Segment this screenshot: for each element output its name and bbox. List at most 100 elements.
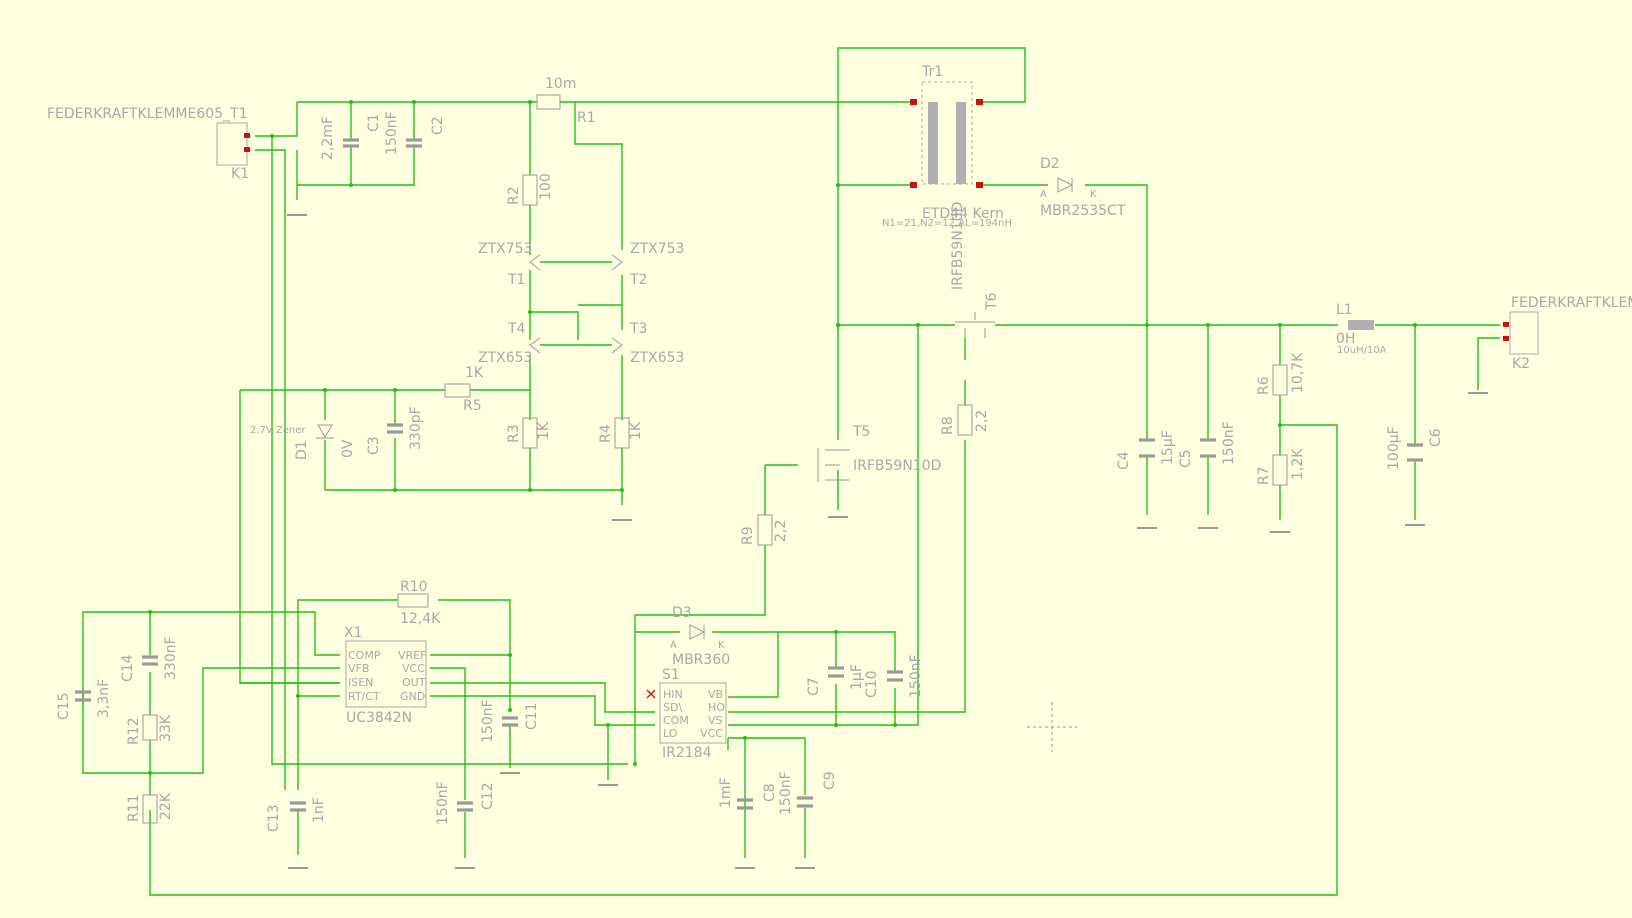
- k1-terminal-block: [216, 122, 248, 166]
- s1-pin-ho: HO: [708, 701, 725, 714]
- r11-resistor: [142, 794, 158, 824]
- r5-value-label: 1K: [465, 365, 484, 381]
- c11-value-label: 150nF: [480, 699, 496, 743]
- wire-out: [430, 682, 655, 713]
- d3-diode: [689, 624, 706, 640]
- junction: [270, 134, 274, 138]
- junction: [836, 183, 840, 187]
- r1-value-label: 10m: [545, 76, 576, 92]
- r12-name-label: R12: [126, 717, 142, 745]
- junction: [528, 488, 532, 492]
- c2-value-label: 2,2mF: [320, 116, 336, 160]
- wire-t6-source: [728, 325, 919, 726]
- c15-capacitor: [75, 690, 91, 702]
- junction: [349, 100, 353, 104]
- c5-name-label: C5: [1178, 449, 1194, 468]
- c9-capacitor: [797, 796, 813, 808]
- t1-type-label: ZTX753: [478, 241, 532, 257]
- r12-value-label: 33K: [158, 714, 174, 742]
- s1-pin-lo: LO: [663, 727, 678, 740]
- bjt-transistor-cluster: [529, 254, 623, 354]
- wire-out-caps: [1146, 325, 1209, 515]
- t5-type-label: IRFB59N10D: [853, 458, 941, 474]
- c7-capacitor: [828, 666, 844, 678]
- c2-name-label: C2: [430, 116, 446, 135]
- s1-pin-com: COM: [663, 714, 689, 727]
- pad: [244, 147, 250, 152]
- s1-name-label: S1: [662, 667, 680, 683]
- c13-capacitor: [290, 801, 306, 812]
- r5-resistor: [444, 383, 471, 398]
- c14-name-label: C14: [120, 654, 136, 682]
- r7-value-label: 1,2K: [1290, 448, 1306, 480]
- c6-capacitor: [1407, 443, 1423, 462]
- c10-value-label: 150nF: [908, 654, 924, 698]
- d1-voltage-label: 0V: [340, 439, 356, 458]
- r6-resistor: [1272, 364, 1288, 396]
- r9-resistor: [757, 514, 773, 546]
- wire-r10: [297, 599, 511, 768]
- wire-k1-lower: [255, 149, 286, 790]
- c14-value-label: 330nF: [163, 636, 179, 680]
- tr1-core-label: ETD44 Kern: [922, 206, 1004, 222]
- junction: [528, 310, 532, 314]
- wire-t6-gate: [728, 338, 966, 713]
- r10-name-label: R10: [400, 579, 428, 595]
- r2-resistor: [522, 174, 538, 206]
- r7-name-label: R7: [1256, 466, 1272, 485]
- c3-capacitor: [387, 423, 403, 434]
- k1-label: K1: [231, 166, 249, 182]
- r8-resistor: [957, 404, 973, 436]
- c9-value-label: 150nF: [778, 771, 794, 815]
- wire-mid-link: [530, 304, 622, 340]
- r1-name-label: R1: [577, 110, 596, 126]
- t6-type-label: IRFB59N10D: [950, 202, 966, 290]
- l1-spec-label: 10uH/10A: [1337, 345, 1387, 356]
- junction: [1206, 323, 1210, 327]
- wire-tr1-top-loop: [837, 47, 1026, 330]
- s1-pin-hin: HIN: [663, 688, 683, 701]
- c3-value-label: 330pF: [408, 406, 424, 450]
- r8-name-label: R8: [940, 416, 956, 435]
- r6-value-label: 10,7K: [1290, 352, 1306, 393]
- junction: [148, 771, 152, 775]
- junction: [620, 488, 624, 492]
- r8-value-label: 2,2: [974, 410, 990, 432]
- c8-capacitor: [737, 798, 753, 810]
- junction: [916, 323, 920, 327]
- r10-value-label: 12,4K: [400, 611, 441, 627]
- x1-pin-isen: ISEN: [348, 676, 373, 689]
- d3-name-label: D3: [672, 605, 692, 621]
- junction: [1278, 423, 1282, 427]
- c6-name-label: C6: [1428, 428, 1444, 447]
- junction: [349, 183, 353, 187]
- tr1-secondary-winding: [956, 102, 966, 184]
- x1-pin-vref: VREF: [398, 649, 426, 662]
- d2-diode: [1057, 177, 1074, 193]
- r11-name-label: R11: [126, 794, 142, 822]
- junction: [393, 388, 397, 392]
- tr1-primary-winding: [928, 102, 938, 184]
- d2-name-label: D2: [1040, 156, 1060, 172]
- c5-value-label: 150nF: [1221, 421, 1237, 465]
- crosshair-cursor-icon: [1027, 702, 1077, 752]
- wire-gnd-x1: [430, 695, 655, 726]
- c14-capacitor: [142, 655, 158, 666]
- r2-name-label: R2: [506, 186, 522, 205]
- junction: [834, 630, 838, 634]
- c5-capacitor: [1200, 438, 1216, 458]
- r4-name-label: R4: [598, 424, 614, 443]
- junction: [323, 388, 327, 392]
- junction: [528, 100, 532, 104]
- r12-resistor: [142, 714, 158, 741]
- r11-value-label: 22K: [158, 792, 174, 820]
- d2-anode-label: A: [1040, 189, 1047, 200]
- t3-name-label: T3: [629, 321, 647, 337]
- junction: [1145, 323, 1149, 327]
- junction: [393, 488, 397, 492]
- k2-terminal-block: [1509, 311, 1539, 355]
- junction: [743, 736, 747, 740]
- c15-value-label: 3,3nF: [96, 679, 112, 718]
- c7-name-label: C7: [806, 677, 822, 696]
